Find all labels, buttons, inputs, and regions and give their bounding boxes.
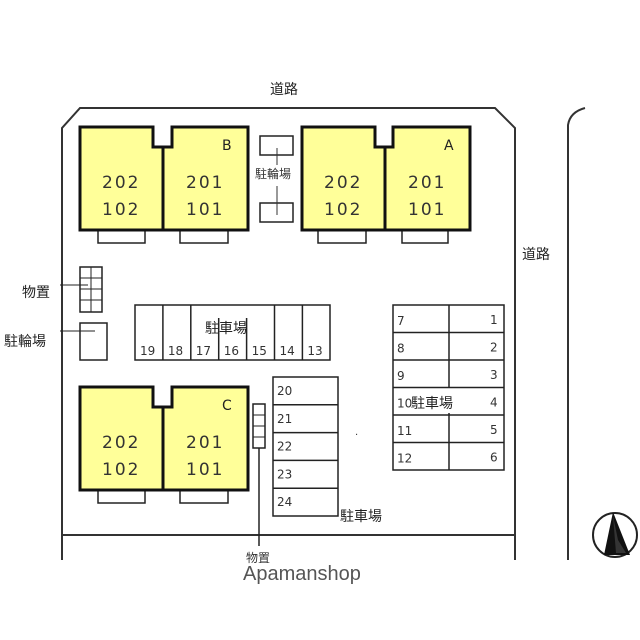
bike-parking-center: 駐輪場 (255, 135, 294, 223)
building-a: A 202 102 201 101 (300, 125, 472, 244)
building-b-label: B (222, 138, 232, 154)
svg-text:駐輪場: 駐輪場 (255, 166, 291, 181)
unit-101: 101 (186, 200, 224, 220)
right-road-edge (567, 107, 586, 560)
unit-201: 201 (186, 173, 224, 193)
unit-102: 102 (102, 460, 140, 480)
building-c-label: C (222, 398, 232, 414)
parking-right-label: 駐車場 (411, 395, 453, 412)
building-c: C 202 102 201 101 (78, 385, 250, 504)
parking-space-15: 15 (252, 344, 267, 358)
parking-space-1: 1 (490, 313, 498, 327)
unit-201: 201 (408, 173, 446, 193)
parking-space-10: 10 (397, 397, 412, 411)
parking-right: 7 1 8 2 9 3 10 4 11 5 12 6 駐車場 (392, 304, 505, 471)
building-b: B 202 102 201 101 (78, 125, 250, 244)
parking-space-9: 9 (397, 369, 405, 383)
unit-102: 102 (324, 200, 362, 220)
site-boundary (61, 107, 516, 560)
parking-lower: 駐車場 20 21 22 23 24 (272, 376, 382, 525)
road-label-top: 道路 (270, 82, 298, 98)
parking-space-22: 22 (277, 440, 292, 454)
unit-101: 101 (408, 200, 446, 220)
svg-text:駐車場: 駐車場 (205, 320, 247, 337)
bike-parking-left: 駐輪場 (4, 322, 108, 361)
parking-space-12: 12 (397, 452, 412, 466)
parking-space-5: 5 (490, 423, 498, 437)
north-arrow-icon (592, 512, 638, 558)
storage-bottom: 物置 (246, 403, 270, 565)
parking-space-4: 4 (490, 396, 498, 410)
parking-space-21: 21 (277, 412, 292, 426)
unit-202: 202 (102, 433, 140, 453)
svg-text:物置: 物置 (246, 551, 270, 565)
parking-space-20: 20 (277, 384, 292, 398)
parking-space-14: 14 (280, 344, 295, 358)
road-label-right: 道路 (522, 247, 550, 263)
parking-space-7: 7 (397, 314, 405, 328)
parking-space-17: 17 (196, 344, 211, 358)
parking-space-19: 19 (140, 344, 155, 358)
storage-left: 物置 (22, 266, 103, 313)
building-a-label: A (444, 138, 454, 154)
svg-text:駐輪場: 駐輪場 (4, 333, 46, 350)
unit-101: 101 (186, 460, 224, 480)
unit-202: 202 (324, 173, 362, 193)
parking-space-23: 23 (277, 467, 292, 481)
svg-text:物置: 物置 (22, 285, 50, 301)
unit-102: 102 (102, 200, 140, 220)
parking-space-16: 16 (224, 344, 239, 358)
watermark: Apamanshop (243, 563, 361, 585)
parking-space-3: 3 (490, 368, 498, 382)
parking-middle: 駐車場 19 18 17 16 15 14 13 (134, 304, 331, 361)
parking-space-6: 6 (490, 451, 498, 465)
parking-space-2: 2 (490, 341, 498, 355)
svg-text:駐車場: 駐車場 (340, 508, 382, 525)
unit-202: 202 (102, 173, 140, 193)
parking-space-11: 11 (397, 424, 412, 438)
parking-space-18: 18 (168, 344, 183, 358)
svg-text:.: . (355, 427, 358, 438)
parking-space-24: 24 (277, 495, 292, 509)
unit-201: 201 (186, 433, 224, 453)
parking-space-13: 13 (307, 344, 322, 358)
parking-space-8: 8 (397, 342, 405, 356)
